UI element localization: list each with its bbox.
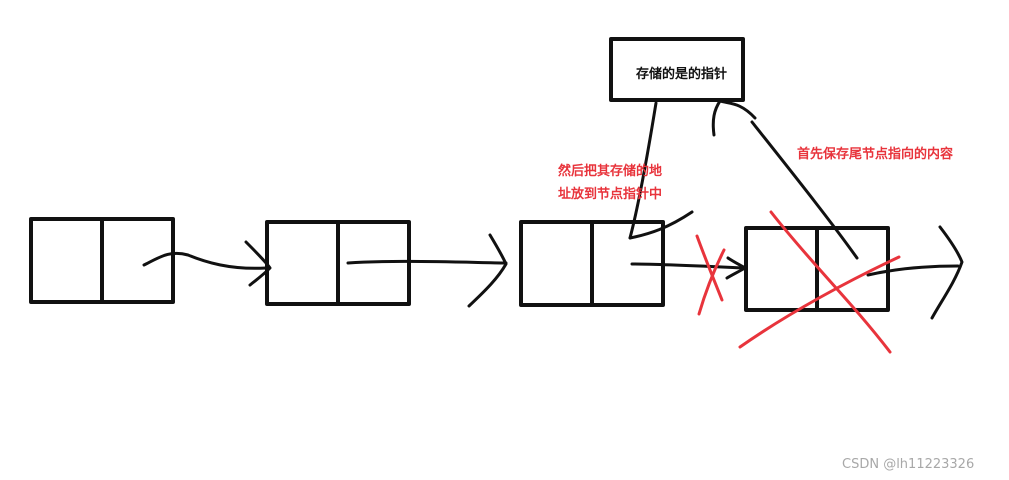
arrow-node-3-to-node-4 xyxy=(630,262,747,270)
arrow-node-1-to-node-2 xyxy=(142,251,268,270)
annotation-restore-line-2: 址放到节点指针中 xyxy=(558,187,663,202)
annotation-save: 首先保存尾节点指向的内容 xyxy=(797,147,954,162)
arrow-storage-back-to-node-3 xyxy=(628,210,694,240)
node-4-data-cell xyxy=(744,226,819,312)
arrowhead-next xyxy=(930,225,964,320)
pointer-storage-box xyxy=(609,37,745,102)
watermark: CSDN @lh11223326 xyxy=(842,457,975,472)
arrowhead-storage xyxy=(711,99,757,137)
node-1-next-cell xyxy=(100,217,175,304)
cut-mark xyxy=(695,234,726,316)
node-2-data-cell xyxy=(265,220,340,306)
tail-node-cross xyxy=(738,210,901,354)
arrow-node-4-to-storage xyxy=(750,120,859,260)
pointer-box-label: 存储的是的指针 xyxy=(636,67,728,82)
annotation-restore-line-1: 然后把其存储的地 xyxy=(558,164,663,179)
arrow-node-3-to-storage xyxy=(628,101,658,240)
list-node-1 xyxy=(29,217,175,304)
arrowhead-node-4 xyxy=(725,256,747,280)
arrow-node-4-to-next xyxy=(866,264,960,277)
node-4-next-cell xyxy=(815,226,890,312)
node-1-data-cell xyxy=(29,217,104,304)
arrowhead-node-2 xyxy=(244,240,272,287)
node-3-data-cell xyxy=(519,220,594,307)
arrow-node-2-to-node-3 xyxy=(346,259,508,265)
arrowhead-node-3 xyxy=(467,233,508,308)
